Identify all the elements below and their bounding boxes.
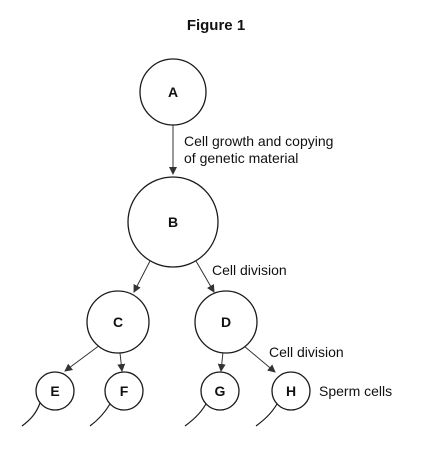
cell-e: E <box>21 371 75 427</box>
arrow-c-to-e <box>64 344 101 372</box>
growth-annotation-line1: Cell growth and copying <box>184 133 333 149</box>
cell-b-label: B <box>168 214 178 230</box>
sperm-cells-label: Sperm cells <box>319 383 392 399</box>
cell-a-label: A <box>168 84 178 100</box>
growth-annotation-line2: of genetic material <box>184 150 298 166</box>
cell-f: F <box>89 371 144 427</box>
division-annotation-1: Cell division <box>212 262 287 278</box>
cell-b: B <box>127 176 219 268</box>
cell-a: A <box>139 58 207 126</box>
cell-e-label: E <box>50 383 59 399</box>
arrow-d-to-h <box>243 345 276 373</box>
sperm-tail-h <box>255 403 278 427</box>
cell-h-label: H <box>286 383 296 399</box>
cell-h: H <box>255 371 311 427</box>
cell-g: G <box>184 371 240 427</box>
sperm-tail-g <box>184 403 207 427</box>
arrow-c-to-f <box>117 352 126 372</box>
cell-c-label: C <box>113 314 123 330</box>
arrow-b-to-c <box>133 260 151 293</box>
cell-g-label: G <box>215 383 226 399</box>
sperm-tail-e <box>21 402 41 427</box>
cell-d-label: D <box>221 314 231 330</box>
arrow-d-to-g <box>217 351 226 372</box>
cell-c: C <box>86 290 150 354</box>
figure-title: Figure 1 <box>187 17 245 34</box>
arrow-b-to-d <box>195 260 215 293</box>
cell-d: D <box>194 290 258 354</box>
sperm-tail-f <box>89 403 111 427</box>
cell-f-label: F <box>120 383 129 399</box>
division-annotation-2: Cell division <box>269 344 344 360</box>
